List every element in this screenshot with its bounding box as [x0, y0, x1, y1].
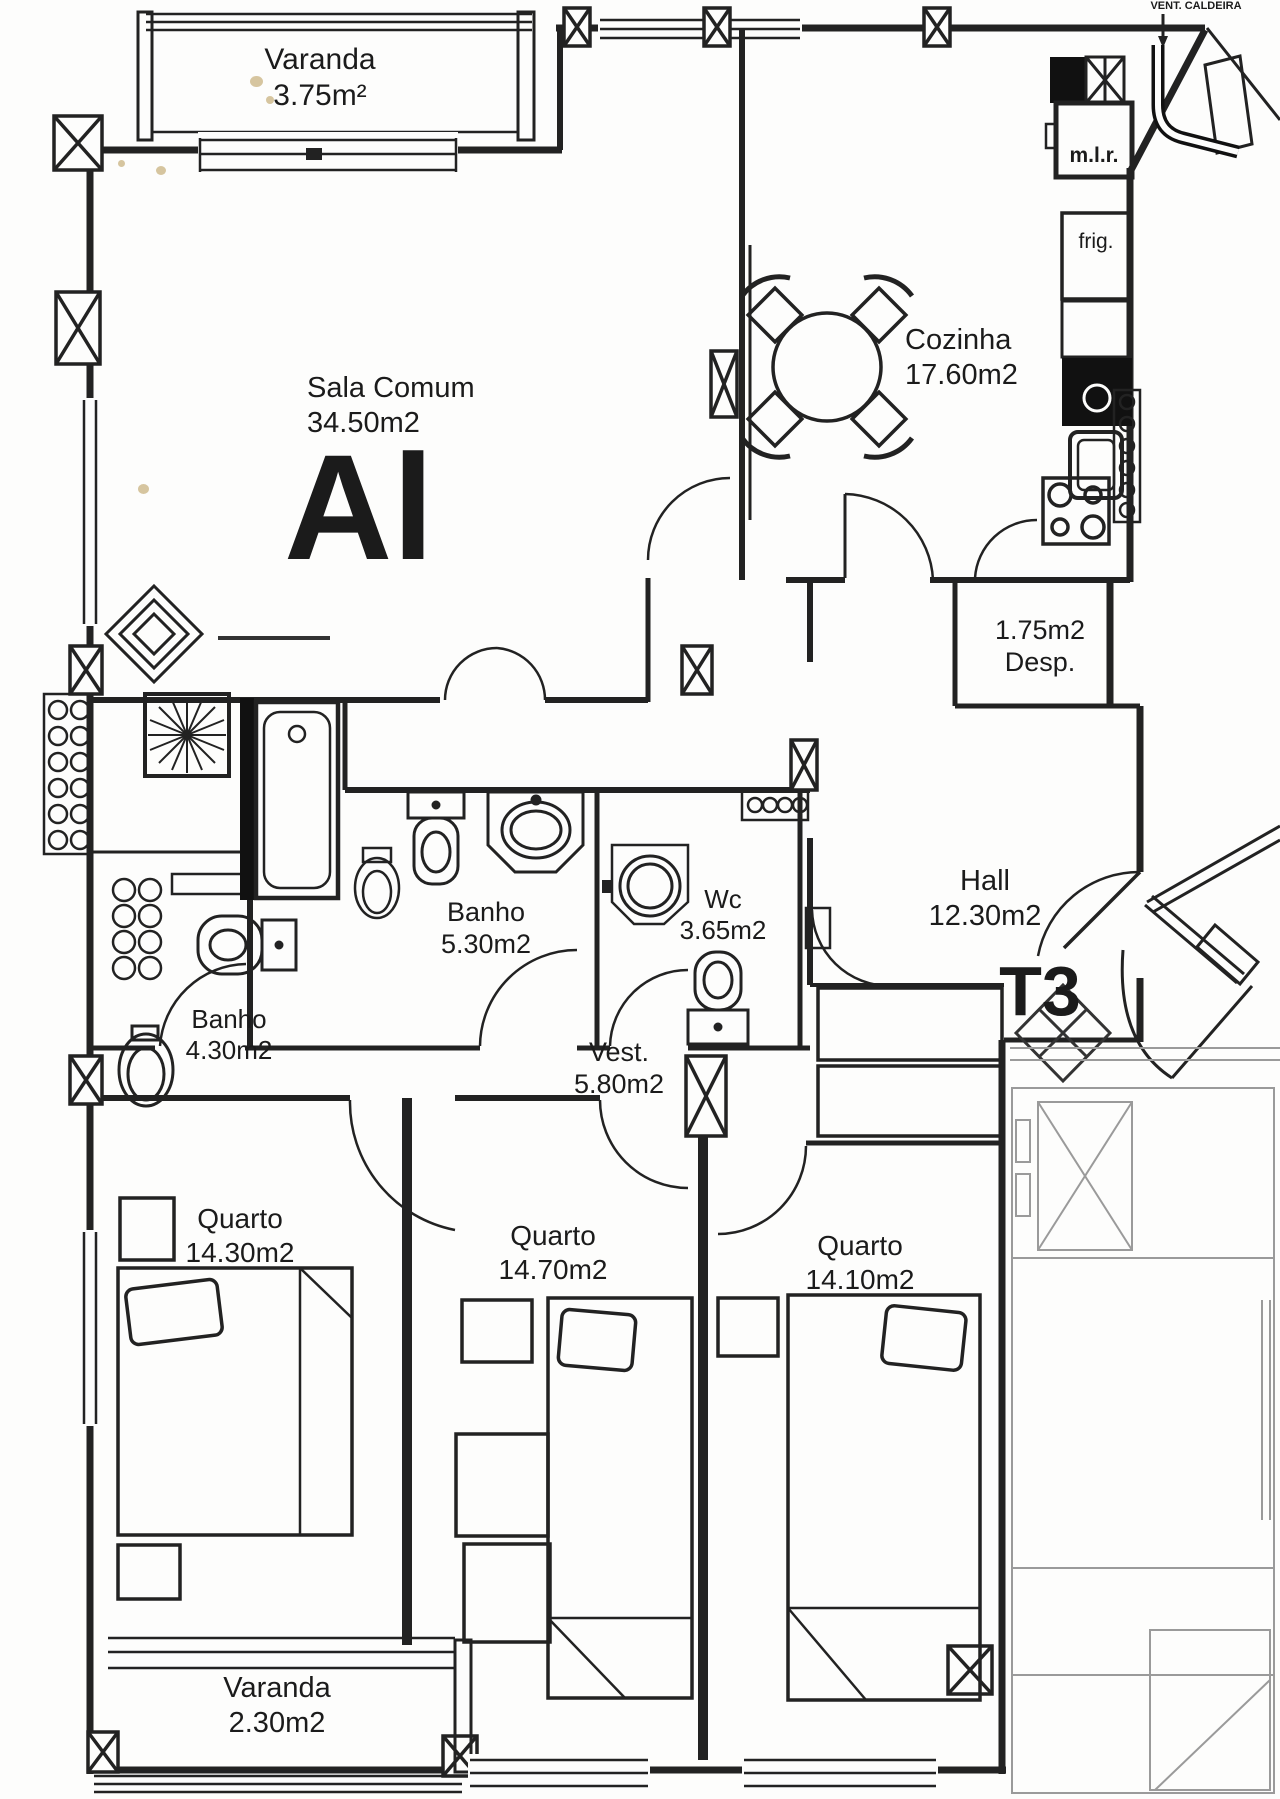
room-name: Varanda [223, 1672, 331, 1704]
room-label-quarto-2: Quarto 14.70m2 [499, 1219, 608, 1286]
label-vent-caldeira: VENT. CALDEIRA [1150, 0, 1242, 12]
room-area: 3.75m² [273, 79, 367, 112]
scan-stain [156, 166, 166, 175]
scan-stain [266, 96, 274, 104]
room-area: 17.60m2 [905, 358, 1018, 391]
room-name: Banho [446, 897, 526, 927]
label-mlr: m.l.r. [1069, 144, 1119, 167]
room-name: Desp. [1004, 647, 1076, 678]
room-area: 4.30m2 [185, 1035, 273, 1066]
room-name: Sala Comum [307, 372, 475, 404]
room-label-banho-principal: Banho 5.30m2 [441, 896, 531, 961]
room-label-cozinha: Cozinha 17.60m2 [905, 323, 1018, 393]
room-label-varanda-bottom: Varanda 2.30m2 [223, 1671, 331, 1741]
room-area: 2.30m2 [228, 1706, 326, 1739]
room-label-vestibulo: Vest. 5.80m2 [574, 1036, 664, 1101]
room-area: 12.30m2 [928, 899, 1042, 932]
room-label-wc: Wc 3.65m2 [680, 884, 767, 946]
room-name: Quarto [510, 1220, 596, 1251]
room-name: Banho [191, 1004, 267, 1034]
room-area: 14.70m2 [498, 1253, 608, 1285]
room-name: Wc [704, 884, 742, 914]
label-frig: frig. [1078, 230, 1114, 253]
room-name: Quarto [817, 1230, 903, 1261]
room-label-quarto-3: Quarto 14.10m2 [806, 1229, 915, 1296]
room-name: Hall [960, 865, 1010, 897]
room-name: Cozinha [905, 324, 1012, 356]
room-area: 14.30m2 [185, 1236, 295, 1268]
room-area: 5.80m2 [573, 1069, 665, 1100]
scan-stain [118, 160, 125, 167]
room-label-hall: Hall 12.30m2 [929, 864, 1042, 934]
sala-big-mark: Al [284, 423, 434, 591]
room-name: Quarto [197, 1203, 283, 1234]
room-label-banho-2: Banho 4.30m2 [186, 1004, 273, 1066]
room-area: 5.30m2 [440, 929, 532, 960]
room-area: 34.50m2 [307, 406, 420, 439]
scan-stain [138, 484, 149, 494]
room-name: Varanda [264, 43, 376, 76]
room-area: 14.10m2 [805, 1263, 915, 1295]
room-area: 1.75m2 [994, 615, 1086, 645]
room-label-quarto-1: Quarto 14.30m2 [186, 1202, 295, 1269]
room-name: Vest. [588, 1037, 650, 1067]
scan-stain [250, 76, 263, 87]
unit-type-label: T3 [999, 952, 1081, 1030]
room-area: 3.65m2 [679, 915, 767, 946]
room-label-varanda-top: Varanda 3.75m² [264, 42, 375, 114]
room-label-despensa: 1.75m2 Desp. [995, 614, 1085, 679]
room-label-sala-comum: Sala Comum 34.50m2 [307, 371, 475, 441]
